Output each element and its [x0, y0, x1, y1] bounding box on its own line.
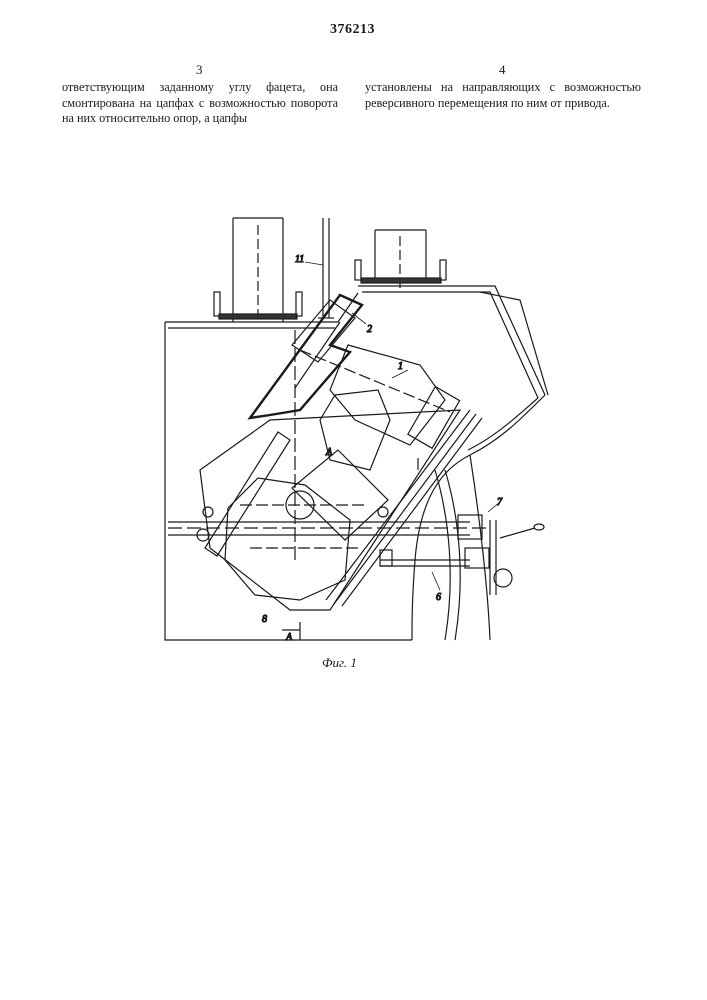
rod-11 [318, 218, 334, 318]
handwheel-part-7 [458, 515, 544, 595]
left-column-support [214, 218, 302, 322]
label-2: 2 [367, 324, 372, 335]
spindle-head-part-1 [300, 345, 460, 470]
label-A-center: A [325, 447, 333, 458]
right-column-support [355, 230, 446, 290]
figure-caption: Фиг. 1 [322, 655, 357, 671]
label-6: 6 [436, 592, 441, 603]
guide-rail [168, 522, 490, 566]
section-marks [282, 458, 418, 640]
label-8: 8 [262, 614, 267, 625]
label-A-section: A [285, 632, 293, 643]
label-7: 7 [497, 497, 503, 508]
label-11: 11 [295, 254, 304, 265]
label-1: 1 [398, 361, 403, 372]
leader-lines [305, 262, 500, 590]
